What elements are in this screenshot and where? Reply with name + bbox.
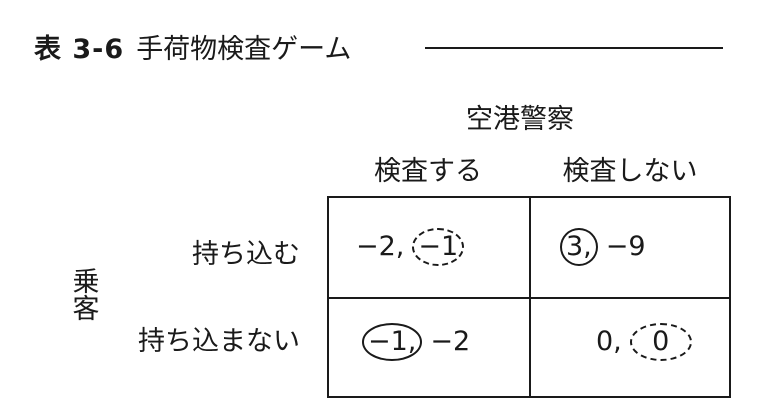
table-title: 表 3-6 手荷物検査ゲーム: [34, 32, 351, 68]
passenger-best-response-circle: −1,: [362, 323, 423, 361]
payoff-matrix: [327, 196, 731, 398]
column-header-no-inspect: 検査しない: [562, 156, 698, 187]
column-player-label: 空港警察: [466, 104, 574, 135]
payoff-cell-no-carry-no-inspect: 0, 0: [596, 322, 692, 362]
row-player-char-1: 乗: [72, 267, 100, 298]
police-payoff: −1: [418, 231, 459, 262]
payoff-cell-carry-no-inspect: 3, −9: [560, 227, 646, 267]
police-best-response-circle: −1: [412, 228, 465, 266]
column-header-inspect: 検査する: [374, 156, 482, 187]
matrix-horizontal-divider: [329, 297, 729, 299]
police-payoff: −2: [430, 326, 471, 357]
police-payoff: −9: [605, 231, 646, 262]
police-payoff: 0: [652, 326, 670, 357]
row-player-label: 乗 客: [71, 269, 101, 323]
row-player-char-2: 客: [72, 294, 100, 325]
title-rule: [425, 47, 723, 49]
table-name: 手荷物検査ゲーム: [136, 34, 352, 65]
passenger-payoff: −1,: [368, 326, 417, 357]
passenger-best-response-circle: 3,: [560, 228, 598, 266]
passenger-payoff: 3,: [566, 231, 592, 262]
police-best-response-circle: 0: [629, 323, 692, 361]
passenger-payoff: 0,: [596, 326, 622, 357]
payoff-cell-no-carry-inspect: −1, −2: [362, 322, 470, 362]
payoff-cell-carry-inspect: −2, −1: [356, 227, 465, 267]
table-number: 表 3-6: [34, 34, 125, 65]
row-header-no-carry: 持ち込まない: [138, 326, 300, 357]
row-header-carry: 持ち込む: [192, 239, 300, 270]
passenger-payoff: −2,: [356, 231, 405, 262]
